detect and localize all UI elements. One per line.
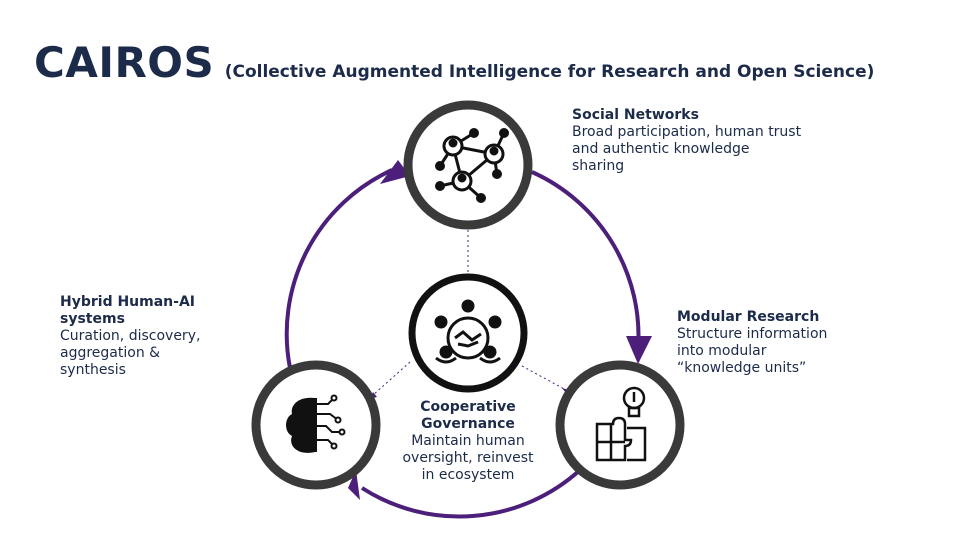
arrow-social-to-modular (531, 170, 641, 351)
connector-center-hybrid (371, 361, 411, 397)
arrowhead-hybrid (348, 470, 360, 500)
cooperative-governance-description: Maintain human oversight, reinvest in ec… (402, 433, 534, 483)
page-title: CAIROS (Collective Augmented Intelligenc… (34, 38, 874, 87)
title-subtitle: (Collective Augmented Intelligence for R… (224, 62, 875, 82)
connector-center-modular (521, 365, 567, 391)
arrow-modular-to-hybrid (360, 468, 582, 519)
modular-research-block: Modular Research Structure information i… (677, 309, 937, 377)
network-people-icon (435, 128, 509, 203)
social-networks-block: Social Networks Broad participation, hum… (572, 107, 872, 175)
arrowhead-modular (626, 336, 652, 364)
arrow-hybrid-to-social (284, 168, 393, 369)
modular-research-description: Structure information into modular “know… (677, 326, 828, 376)
cycle-arrows (284, 168, 641, 519)
dotted-connectors (371, 224, 567, 397)
social-networks-heading: Social Networks (572, 107, 699, 123)
node-modular-research (555, 360, 685, 490)
node-cooperative-governance (408, 273, 528, 393)
modular-research-heading: Modular Research (677, 309, 820, 325)
brain-circuit-icon (286, 394, 346, 453)
handshake-group-icon (434, 299, 502, 364)
puzzle-lightbulb-icon (595, 386, 647, 462)
arrowhead-social (380, 160, 410, 184)
node-hybrid-human-ai (251, 360, 381, 490)
arrowheads (348, 160, 652, 500)
social-networks-description: Broad participation, human trust and aut… (572, 124, 802, 174)
cooperative-governance-heading: Cooperative Governance (420, 399, 516, 432)
hybrid-human-ai-heading: Hybrid Human-AI systems (60, 294, 196, 327)
hybrid-human-ai-block: Hybrid Human-AI systems Curation, discov… (60, 294, 260, 379)
cooperative-governance-block: Cooperative Governance Maintain human ov… (388, 399, 548, 484)
title-main: CAIROS (34, 38, 215, 87)
node-social-networks (403, 100, 533, 230)
hybrid-human-ai-description: Curation, discovery, aggregation & synth… (60, 328, 201, 378)
